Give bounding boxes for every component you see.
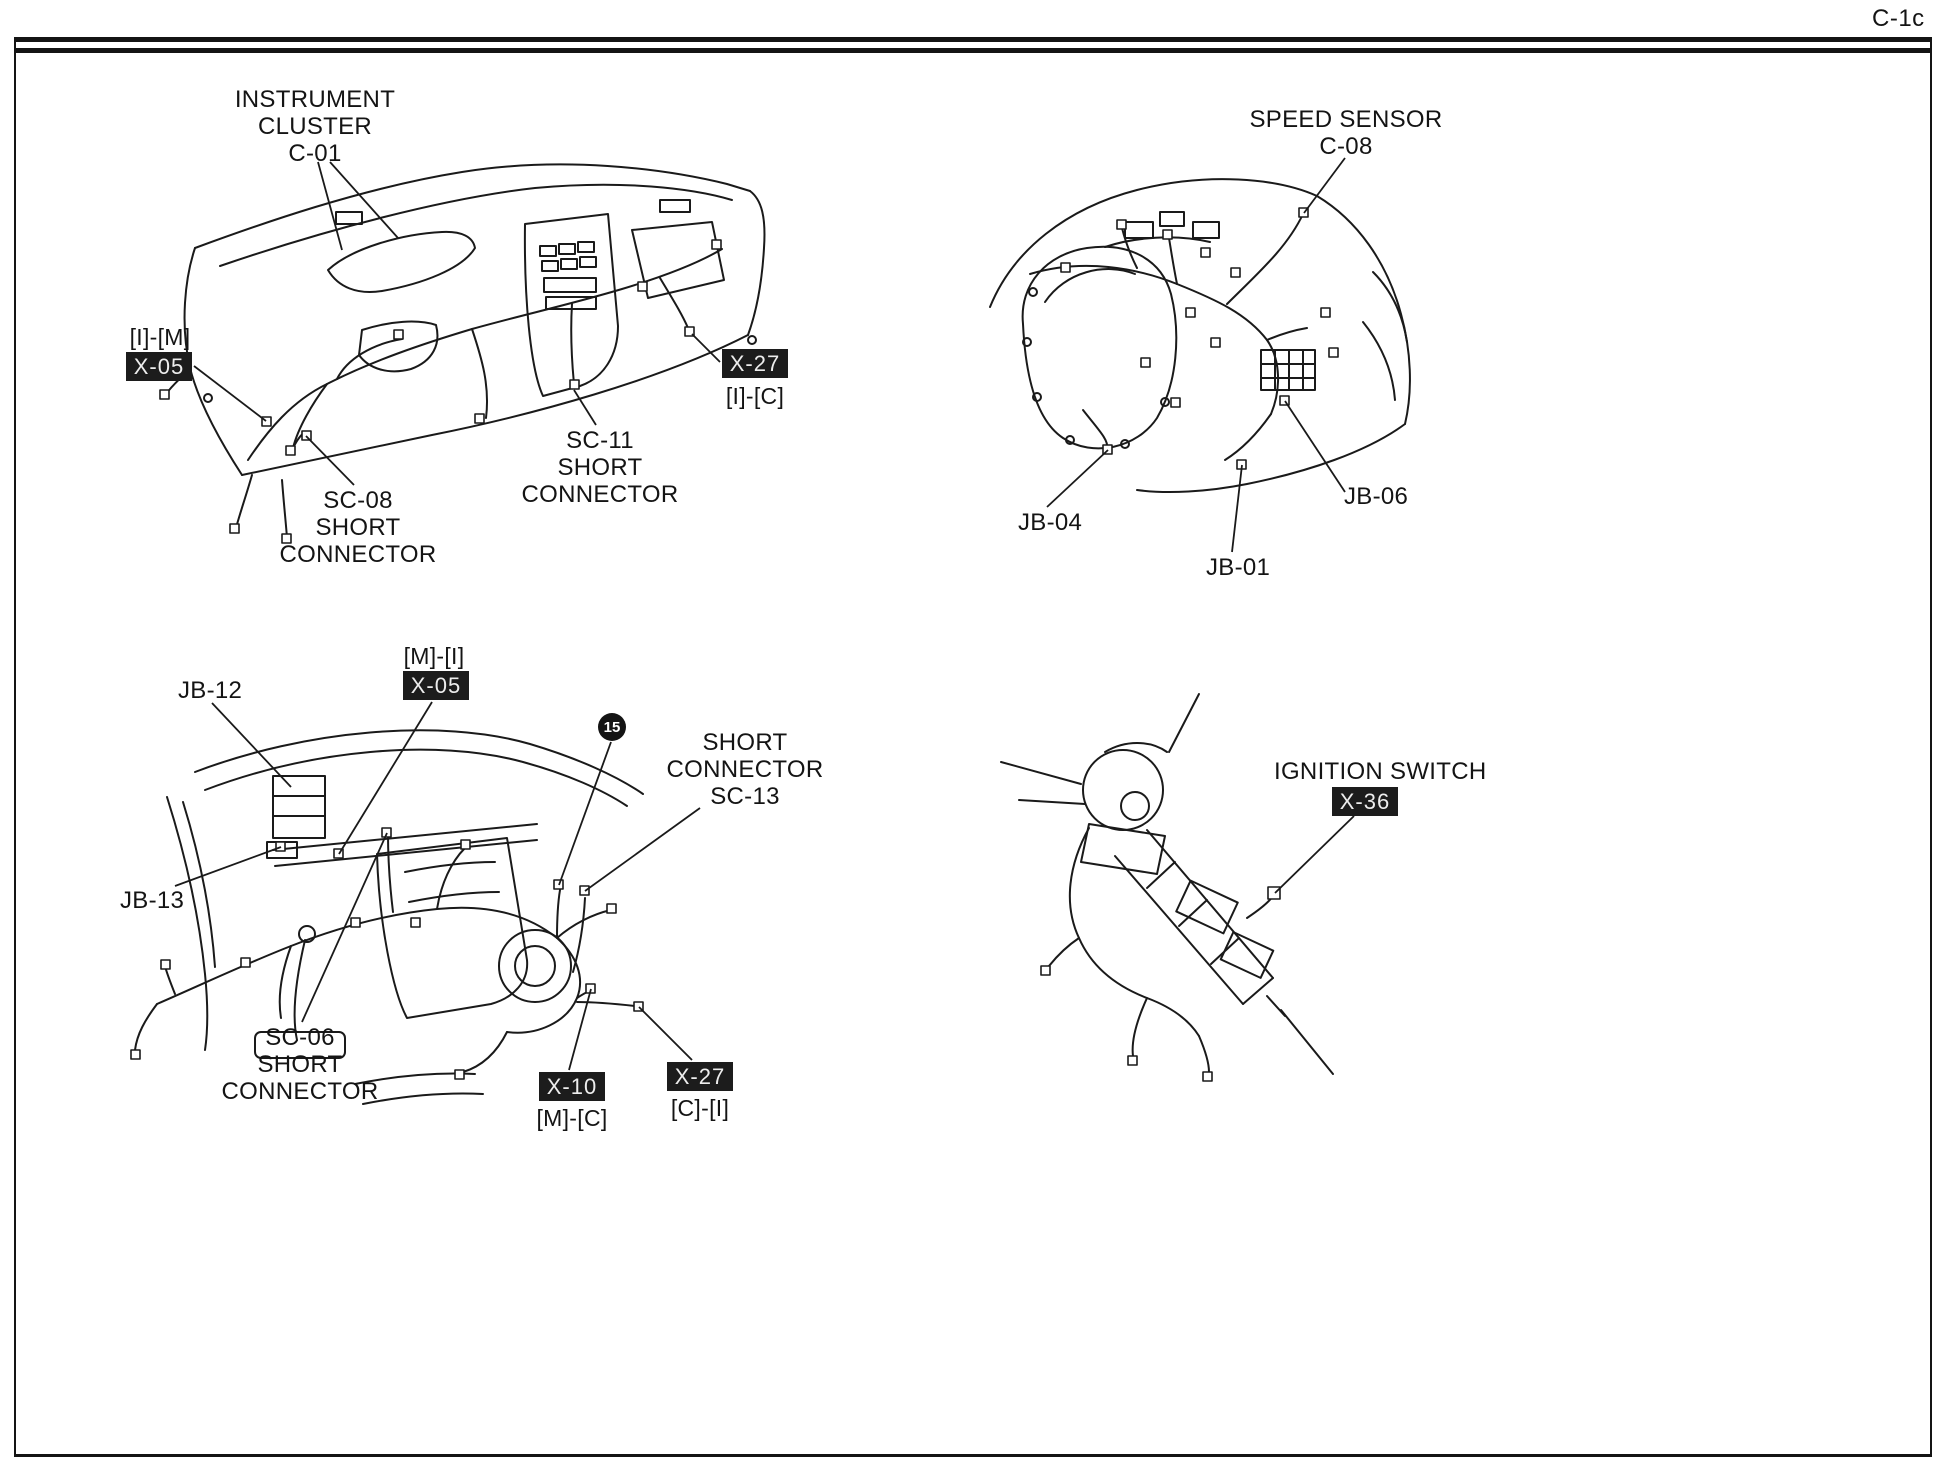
bracket-x05-upper: [I]-[M] (129, 324, 191, 350)
label-ignition-switch: IGNITION SWITCH (1274, 758, 1487, 785)
diagram-frame (14, 37, 1932, 1457)
label-jb12: JB-12 (178, 677, 243, 704)
label-sc08-short-connector: SC-08 SHORT CONNECTOR (279, 487, 437, 568)
label-sc06-short-connector: SC-06 SHORT CONNECTOR (221, 1024, 379, 1105)
label-jb01: JB-01 (1206, 554, 1271, 581)
label-jb06: JB-06 (1344, 483, 1409, 510)
top-double-rule (14, 48, 1932, 53)
label-speed-sensor: SPEED SENSOR C-08 (1249, 106, 1443, 160)
bracket-x05-lower: [M]-[I] (403, 643, 465, 669)
bracket-x10: [M]-[C] (536, 1105, 608, 1131)
label-jb04: JB-04 (1018, 509, 1083, 536)
connector-tag-x05-upper: X-05 (126, 352, 192, 381)
label-sc11-short-connector: SC-11 SHORT CONNECTOR (521, 427, 679, 508)
connector-tag-x27-upper: X-27 (722, 349, 788, 378)
connector-tag-x36: X-36 (1332, 787, 1398, 816)
label-instrument-cluster: INSTRUMENT CLUSTER C-01 (234, 86, 396, 167)
bracket-x27-upper: [I]-[C] (725, 383, 785, 409)
label-jb13: JB-13 (120, 887, 185, 914)
label-sc13-short-connector: SHORT CONNECTOR SC-13 (666, 729, 824, 810)
connector-tag-x10: X-10 (539, 1072, 605, 1101)
connector-tag-x27-lower: X-27 (667, 1062, 733, 1091)
connector-tag-x05-lower: X-05 (403, 671, 469, 700)
page-code: C-1c (1872, 5, 1925, 32)
callout-15: 15 (598, 713, 626, 741)
bracket-x27-lower: [C]-[I] (670, 1095, 730, 1121)
